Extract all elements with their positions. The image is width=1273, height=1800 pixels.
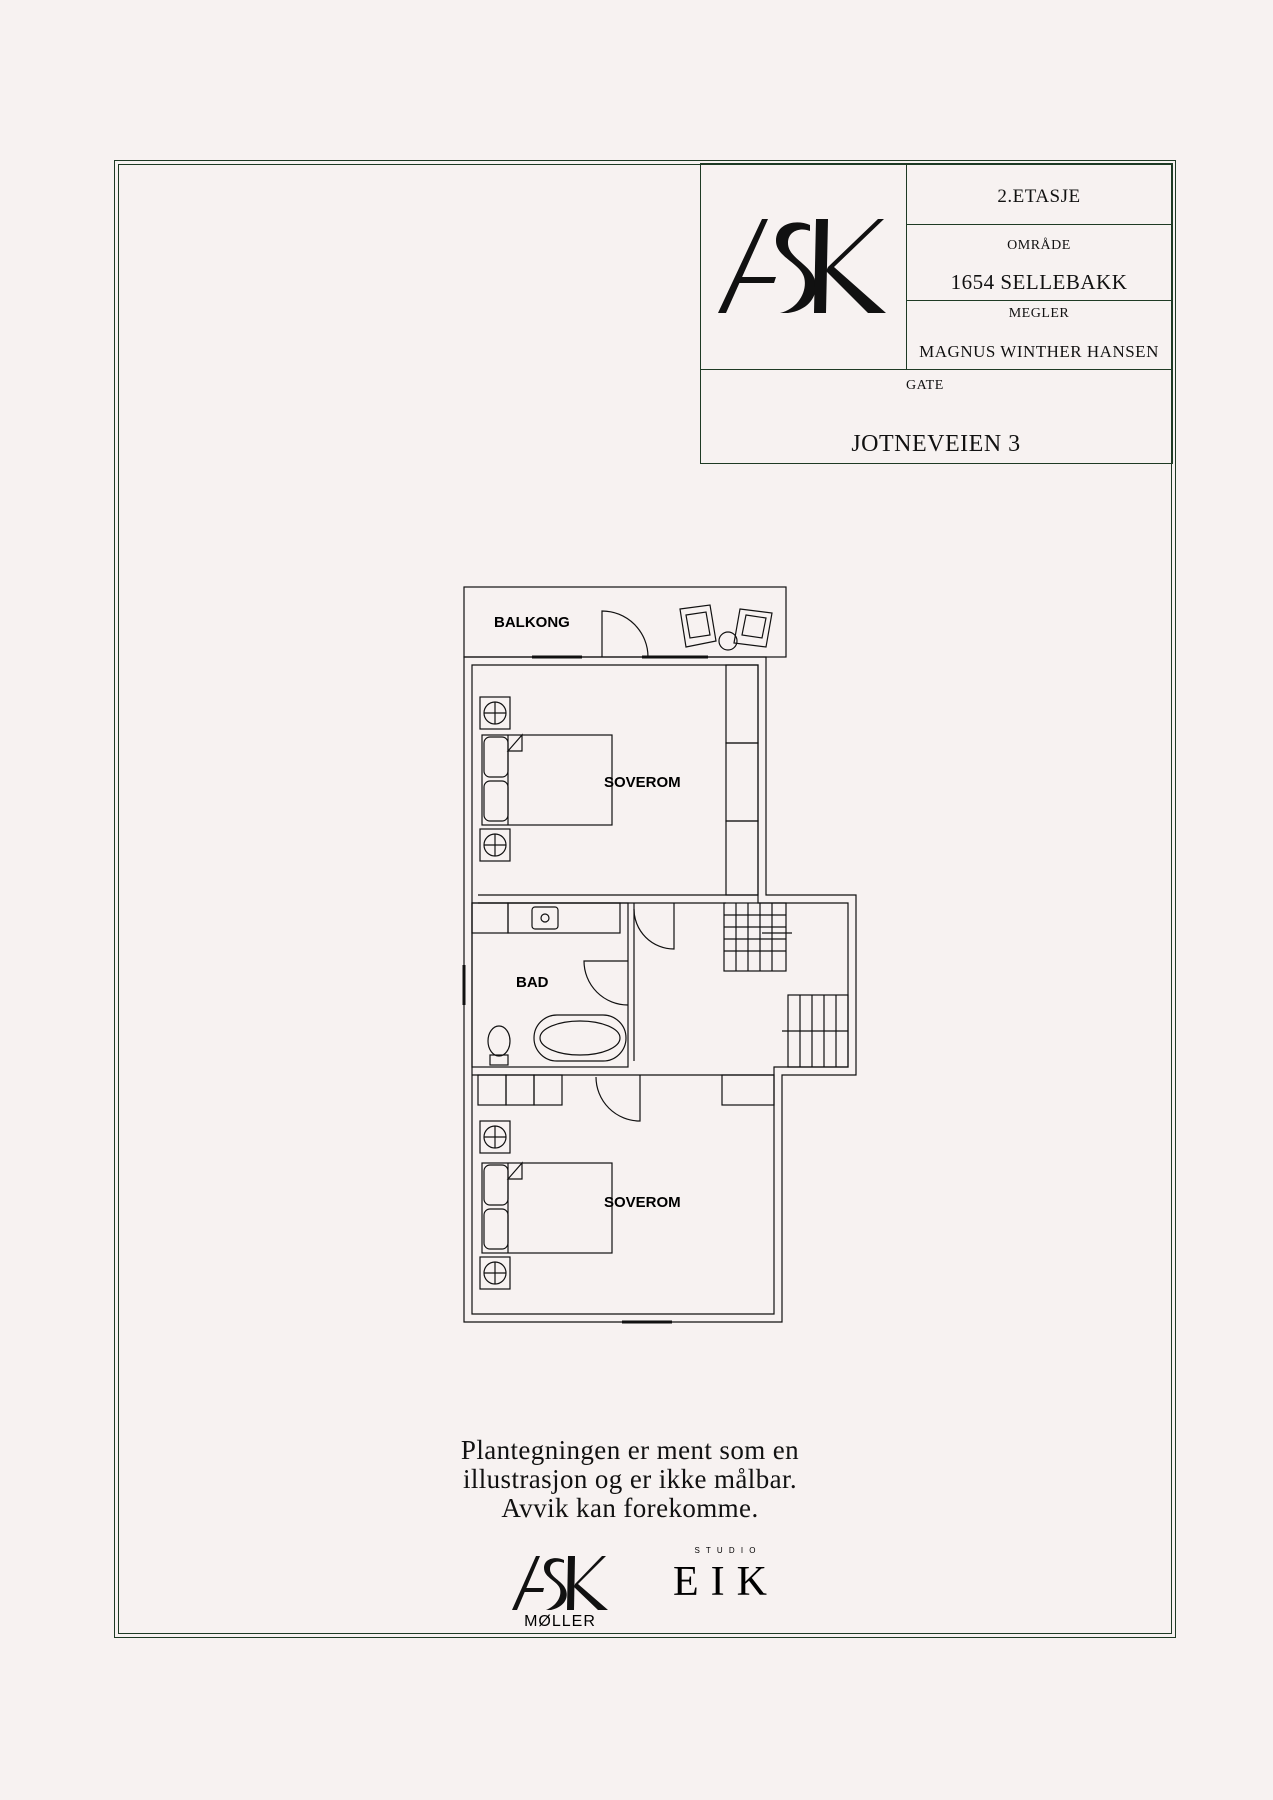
ask-moller-logo: MØLLER — [512, 1556, 608, 1628]
floor-label: 2.ETASJE — [997, 186, 1081, 207]
logo-subtext: MØLLER — [524, 1613, 596, 1628]
ask-logo — [718, 219, 886, 313]
page-frame — [114, 160, 1176, 1638]
floor-plan: BALKONG SOVEROM BAD SOVEROM — [462, 586, 857, 1324]
room-label-balcony: BALKONG — [494, 614, 570, 631]
wardrobe-2 — [725, 742, 759, 822]
street-caption: GATE — [906, 378, 944, 393]
balcony-chair-right — [733, 608, 773, 648]
studio-label: S T U D I O — [694, 1546, 757, 1555]
area-value: 1654 SELLEBAKK — [950, 270, 1128, 294]
bathroom-walls — [471, 902, 629, 1068]
broker-caption: MEGLER — [1008, 306, 1070, 321]
disclaimer-line-2: illustrasjon og er ikke målbar. — [462, 1464, 798, 1494]
toilet — [487, 1025, 511, 1066]
street-value: JOTNEVEIEN 3 — [851, 431, 1021, 457]
wardrobe-1 — [725, 664, 759, 744]
balcony-table — [718, 631, 738, 651]
room-label-bedroom-top: SOVEROM — [604, 774, 681, 791]
lamp-bottom-1 — [479, 1120, 511, 1154]
lamp-top-2 — [479, 828, 511, 862]
bed-top — [481, 733, 613, 826]
bed-bottom — [481, 1161, 613, 1254]
disclaimer: Plantegningen er ment som en illustrasjo… — [380, 1436, 880, 1523]
studio-name: EIK — [673, 1559, 779, 1603]
logo-k-arm — [826, 219, 886, 313]
closet-1 — [477, 1074, 507, 1106]
balcony-chair-left — [679, 604, 717, 648]
broker-value: MAGNUS WINTHER HANSEN — [919, 342, 1159, 361]
room-label-bedroom-bottom: SOVEROM — [604, 1194, 681, 1211]
bathtub — [533, 1014, 627, 1062]
logo-s — [776, 222, 816, 313]
logo-k-stem — [814, 219, 828, 313]
lamp-bottom-2 — [479, 1256, 511, 1290]
lamp-top-1 — [479, 696, 511, 730]
logo-a-bar — [738, 277, 776, 283]
disclaimer-line-1: Plantegningen er ment som en — [460, 1435, 800, 1465]
stairs-upper — [723, 902, 792, 972]
logo-a-stroke — [718, 219, 768, 313]
area-caption: OMRÅDE — [1007, 238, 1071, 253]
hall-door — [633, 903, 675, 950]
bathroom-door — [583, 960, 629, 1006]
room-label-bathroom: BAD — [516, 974, 549, 991]
balcony-door — [601, 610, 649, 658]
title-block: 2.ETASJE OMRÅDE 1654 SELLEBAKK MEGLER MA… — [700, 163, 1173, 464]
studio-eik-logo: S T U D I O EIK — [673, 1546, 779, 1603]
disclaimer-line-3: Avvik kan forekomme. — [501, 1493, 759, 1523]
sink — [531, 906, 559, 930]
bedroom-bottom-door — [595, 1075, 641, 1122]
stairs-lower — [782, 994, 849, 1068]
